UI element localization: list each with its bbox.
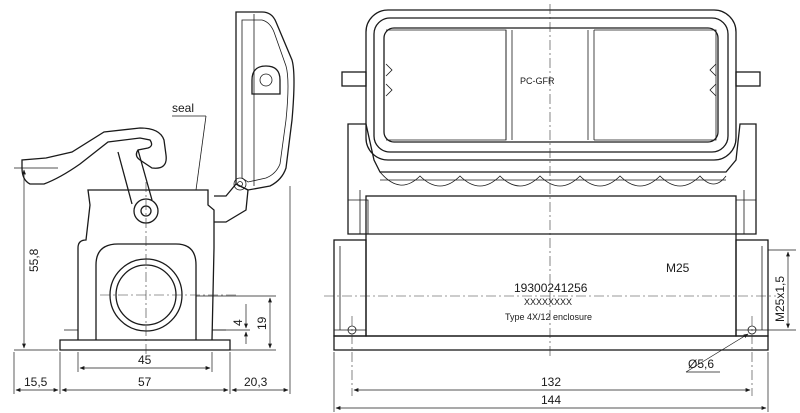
dim-gland-small: 4 [231, 319, 245, 326]
cover-material-text: PC-GFR [520, 76, 555, 86]
dim-inner-width: 45 [138, 353, 152, 367]
part-sub: XXXXXXXX [524, 297, 572, 307]
dim-hole-spacing: 132 [541, 375, 561, 389]
part-desc: Type 4X/12 enclosure [505, 312, 592, 322]
side-cable-arch [95, 243, 197, 340]
dim-overall-width: 144 [541, 393, 561, 407]
front-view: PC-GFR M25 19300241256 XXXXXXXX Type 4X/… [324, 4, 796, 412]
side-hinge [214, 183, 249, 223]
dim-gland-height: 19 [255, 316, 269, 330]
side-hinged-cover [235, 11, 295, 191]
side-view: seal 55,8 45 57 15,5 20,3 4 19 [13, 11, 295, 394]
front-housing-neck [347, 123, 757, 235]
dim-thread: M25x1,5 [773, 276, 787, 322]
dim-base-width: 57 [138, 375, 152, 389]
right-hinge-pin [735, 71, 761, 87]
side-base-plate [59, 339, 231, 351]
side-housing-body [77, 189, 215, 341]
seal-label: seal [172, 101, 194, 115]
dim-height-total: 55,8 [27, 248, 41, 272]
left-hinge-pin [341, 71, 367, 87]
left-gland-boss [333, 239, 367, 337]
front-base-plate [333, 335, 769, 351]
lever-arm [117, 149, 153, 205]
dim-hole-dia: Ø5,6 [688, 357, 714, 371]
part-number: 19300241256 [514, 281, 588, 295]
thread-label: M25 [666, 261, 690, 275]
cover-latch [251, 65, 281, 95]
dim-base-left: 15,5 [24, 375, 48, 389]
dim-right-overhang: 20,3 [244, 375, 268, 389]
